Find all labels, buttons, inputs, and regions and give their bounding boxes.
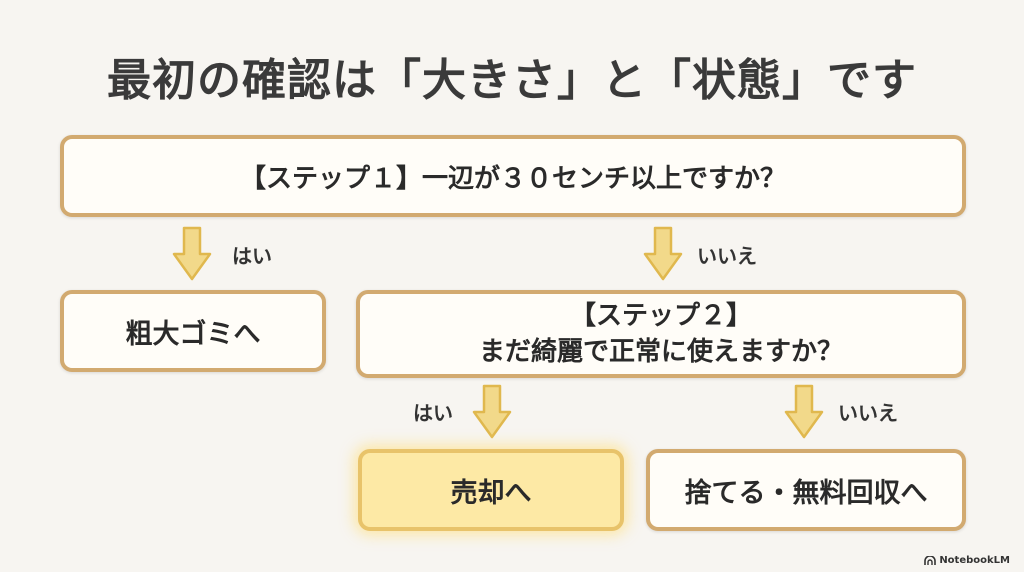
- step2-heading: 【ステップ２】: [569, 301, 752, 331]
- slide-title: 最初の確認は「大きさ」と「状態」です: [107, 55, 917, 106]
- brand-label: NotebookLM: [939, 555, 1010, 566]
- oversized-garbage-box: 粗大ゴミへ: [60, 290, 326, 372]
- step1-question: 【ステップ１】一辺が３０センチ以上ですか？: [239, 163, 786, 194]
- step1-yes-label: はい: [232, 244, 272, 268]
- step1-no-label: いいえ: [697, 244, 757, 268]
- oversized-garbage-result: 粗大ゴミへ: [125, 318, 261, 350]
- step1-question-box: 【ステップ１】一辺が３０センチ以上ですか？: [60, 135, 966, 217]
- step1-no-arrow-icon: [643, 226, 683, 281]
- step2-yes-arrow-icon: [472, 384, 512, 439]
- notebooklm-watermark: NotebookLM: [924, 555, 1010, 566]
- step1-yes-arrow-icon: [172, 226, 212, 281]
- step2-question-box: 【ステップ２】 まだ綺麗で正常に使えますか？: [356, 290, 966, 378]
- dispose-box: 捨てる・無料回収へ: [646, 449, 966, 531]
- dispose-result: 捨てる・無料回収へ: [684, 477, 928, 509]
- step2-no-label: いいえ: [838, 401, 898, 425]
- step2-question: まだ綺麗で正常に使えますか？: [478, 337, 843, 367]
- notebooklm-logo-icon: [924, 555, 937, 565]
- sell-result: 売却へ: [450, 477, 532, 509]
- step2-yes-label: はい: [413, 401, 453, 425]
- sell-box: 売却へ: [358, 449, 624, 531]
- step2-no-arrow-icon: [784, 384, 824, 439]
